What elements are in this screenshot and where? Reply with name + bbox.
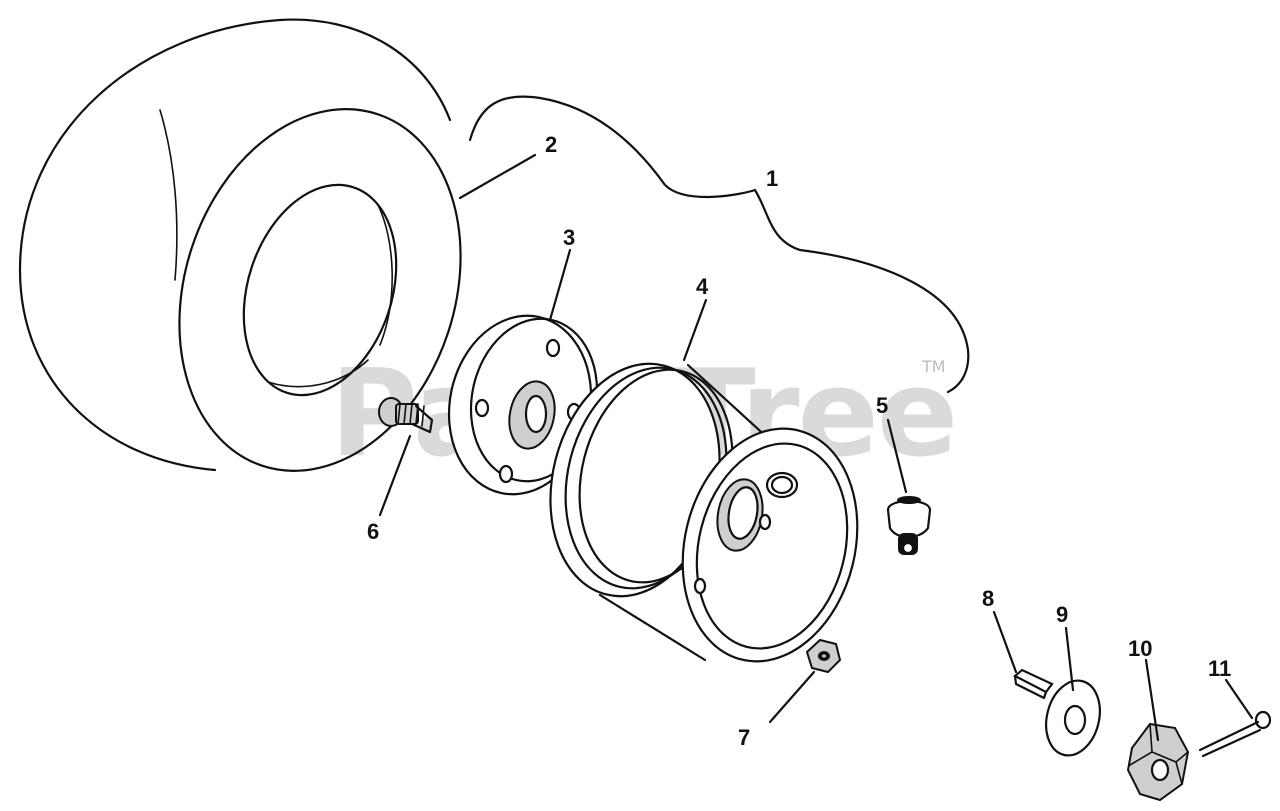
callout-3[interactable]: 3: [563, 225, 575, 250]
part-3-hub-plate[interactable]: [433, 302, 612, 507]
assembly-bracket: [468, 95, 970, 394]
part-8-key[interactable]: [1013, 668, 1054, 700]
callout-2[interactable]: 2: [545, 132, 557, 157]
part-9-washer[interactable]: [1039, 675, 1108, 761]
part-2-tire[interactable]: [18, 18, 506, 508]
callout-9[interactable]: 9: [1056, 602, 1068, 627]
watermark-trademark: TM: [921, 357, 946, 376]
callout-6[interactable]: 6: [367, 519, 379, 544]
part-11-cotter-pin[interactable]: [1198, 710, 1272, 758]
callout-4[interactable]: 4: [696, 274, 709, 299]
part-7-lug-nut[interactable]: [805, 638, 842, 674]
part-4-rim[interactable]: [527, 346, 881, 680]
part-10-castle-nut[interactable]: [1126, 722, 1190, 802]
part-6-bolt[interactable]: [378, 397, 434, 434]
callout-8[interactable]: 8: [982, 586, 994, 611]
callout-1[interactable]: 1: [766, 166, 778, 191]
callout-10[interactable]: 10: [1128, 636, 1152, 661]
part-5-valve-stem[interactable]: [886, 496, 932, 555]
callout-5[interactable]: 5: [876, 393, 888, 418]
callout-7[interactable]: 7: [738, 725, 750, 750]
leader-lines: [378, 153, 1254, 742]
callout-11[interactable]: 11: [1208, 656, 1231, 681]
